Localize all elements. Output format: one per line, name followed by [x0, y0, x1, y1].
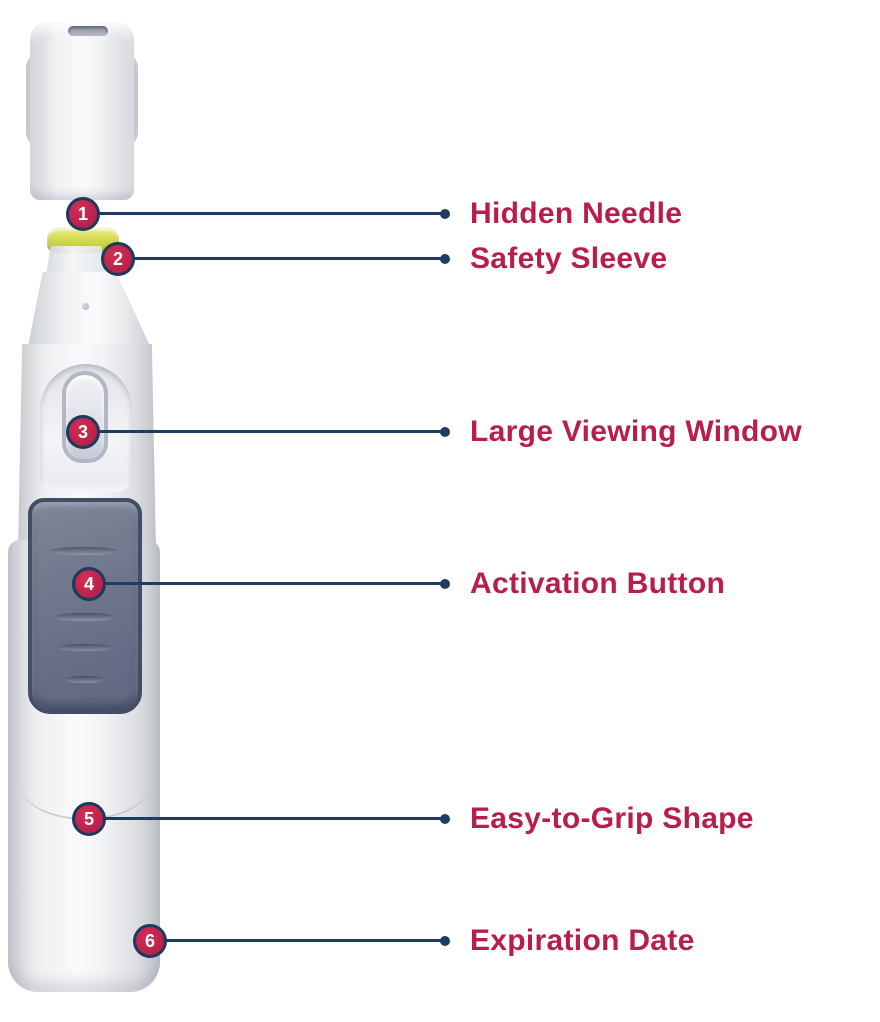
callout-badge-1: 1: [66, 197, 100, 231]
pen-cap: [30, 22, 134, 200]
callout-label: Large Viewing Window: [470, 415, 802, 448]
leader-dot: [440, 209, 450, 219]
leader-dot: [440, 254, 450, 264]
pen-neck: [28, 272, 150, 346]
button-ridge: [58, 644, 112, 651]
grip-seam: [20, 748, 150, 820]
button-ridge: [66, 676, 104, 683]
button-ridge: [55, 613, 115, 621]
button-ridge: [50, 547, 118, 555]
badge-number: 1: [77, 204, 88, 224]
leader-line: [162, 939, 445, 942]
callout-label: Expiration Date: [470, 924, 695, 957]
viewing-window: [62, 371, 108, 463]
leader-dot: [440, 936, 450, 946]
callout-label: Hidden Needle: [470, 197, 683, 230]
callout-label: Safety Sleeve: [470, 242, 668, 275]
leader-line: [130, 257, 445, 260]
badge-number: 2: [112, 249, 123, 269]
leader-dot: [440, 427, 450, 437]
neck-inspection-hole: [82, 303, 89, 310]
leader-line: [95, 212, 445, 215]
leader-dot: [440, 579, 450, 589]
callout-label: Easy-to-Grip Shape: [470, 802, 754, 835]
cap-slot: [68, 26, 108, 36]
leader-dot: [440, 814, 450, 824]
callout-label: Activation Button: [470, 567, 726, 600]
